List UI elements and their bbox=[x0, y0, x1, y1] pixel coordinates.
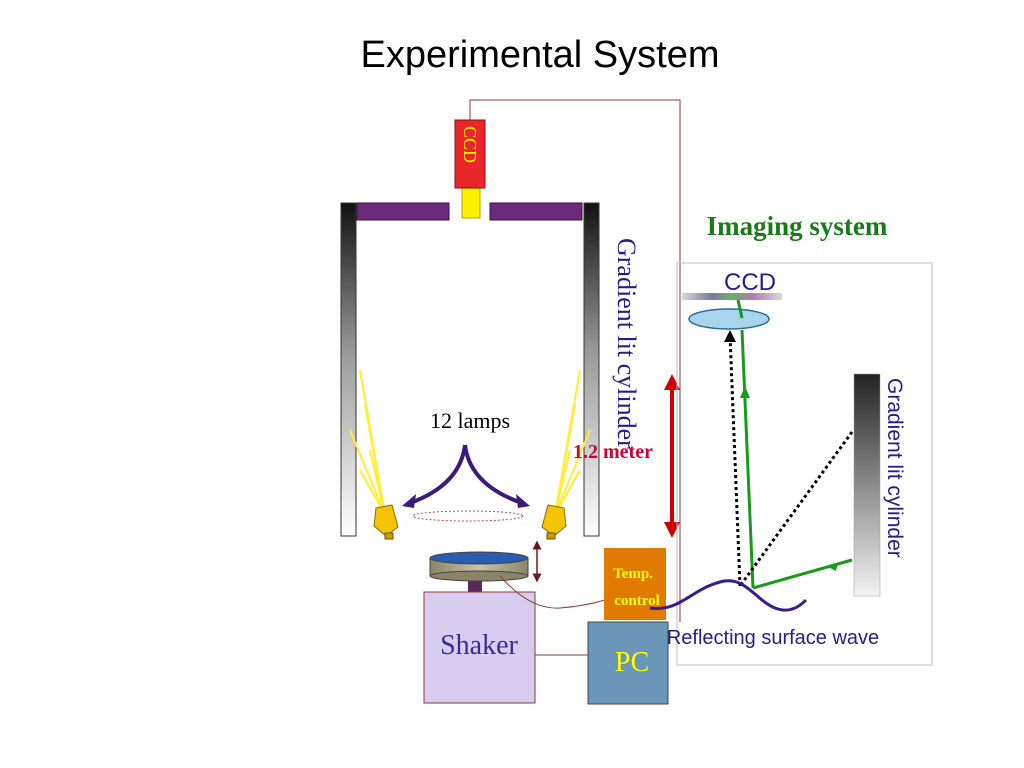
pc-box bbox=[587, 621, 669, 705]
ccd-camera-label: CCD bbox=[460, 126, 480, 163]
ccd-body bbox=[454, 119, 486, 189]
illumination-ring bbox=[412, 510, 524, 522]
lamps-pointer-arrows bbox=[402, 444, 530, 508]
lamp-left bbox=[349, 369, 399, 540]
inset-ccd-sensor bbox=[682, 293, 782, 300]
distance-label: 1.2 meter bbox=[573, 441, 653, 463]
inset-ccd-label: CCD bbox=[724, 269, 776, 296]
inset-gradient-label: Gradient lit cylinder bbox=[883, 378, 906, 558]
platform-top bbox=[429, 551, 529, 565]
lamp-panel-right bbox=[489, 202, 583, 221]
lamp-left-bulb bbox=[373, 504, 399, 537]
surface-wave-label: Reflecting surface wave bbox=[667, 627, 879, 649]
inset-gradient-cylinder bbox=[853, 373, 881, 597]
diagram-title: Experimental System bbox=[360, 34, 719, 76]
cylinder-wall-left bbox=[340, 202, 357, 537]
imaging-system-heading: Imaging system bbox=[707, 211, 888, 241]
lamp-right-bulb bbox=[541, 504, 567, 537]
shaker-box bbox=[423, 591, 536, 704]
cylinder-wall-right bbox=[583, 202, 600, 537]
platform-temp-wire bbox=[499, 575, 606, 609]
temp-control-label-line1: Temp. bbox=[613, 566, 653, 582]
pc-label: PC bbox=[615, 647, 649, 678]
lamp-panel-left bbox=[356, 202, 450, 221]
ccd-cable bbox=[469, 99, 681, 622]
light-rays bbox=[724, 299, 854, 590]
lamp-right bbox=[541, 369, 591, 540]
temp-control-label-line2: control bbox=[614, 593, 660, 609]
shaker-label: Shaker bbox=[440, 630, 518, 661]
surface-wave bbox=[649, 579, 808, 612]
inset-lens bbox=[688, 308, 770, 330]
gradient-cylinder-label: Gradient lit cylinder bbox=[612, 238, 641, 449]
ccd-camera: CCD bbox=[454, 119, 486, 219]
ccd-lens bbox=[461, 184, 481, 219]
imaging-inset-frame bbox=[676, 262, 933, 666]
sample-platform bbox=[429, 551, 529, 593]
lamps-label: 12 lamps bbox=[430, 408, 510, 433]
